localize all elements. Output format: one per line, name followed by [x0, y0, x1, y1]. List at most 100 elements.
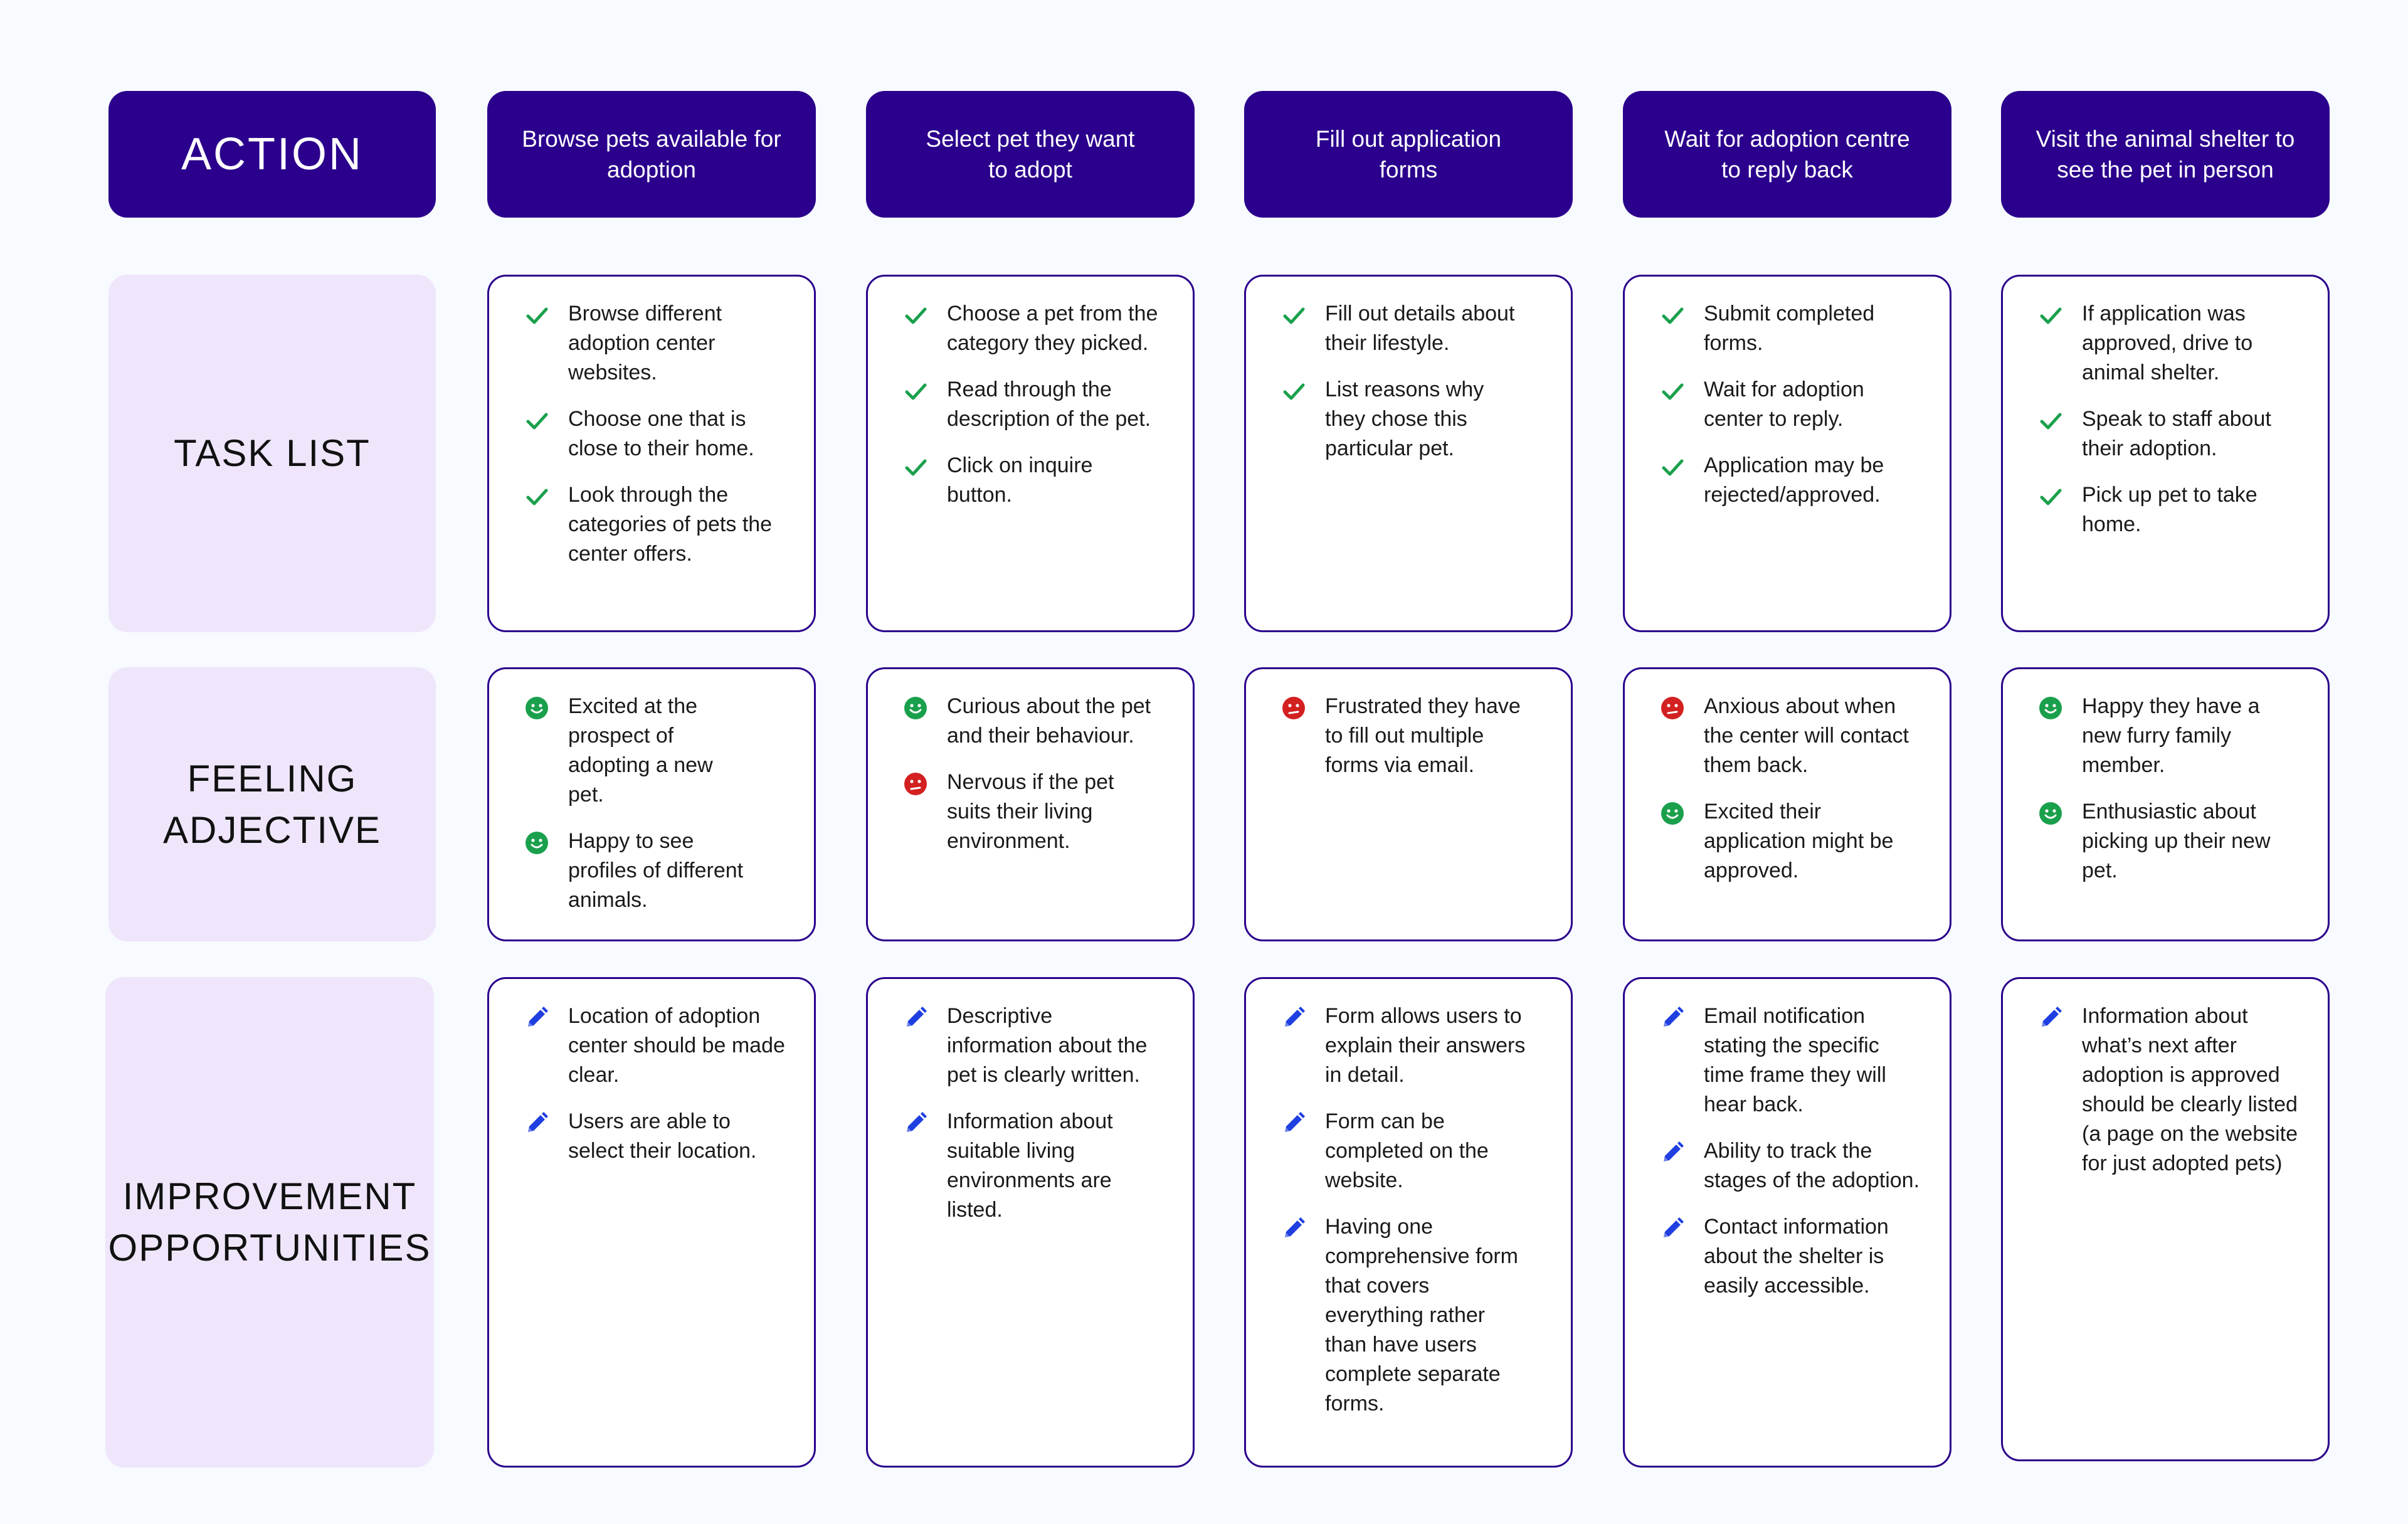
- action-header-3: Fill out application forms: [1244, 91, 1573, 218]
- feeling-item: Excited their application might be appro…: [1660, 797, 1935, 886]
- improvement-card-3: Form allows users to explain their answe…: [1244, 977, 1573, 1468]
- feeling-card-1: Excited at the prospect of adopting a ne…: [487, 667, 816, 941]
- task-card-1: Browse different adoption center website…: [487, 275, 816, 632]
- action-header-text: Visit the animal shelter to see the pet …: [2036, 126, 2295, 183]
- task-text: Submit completed forms.: [1704, 302, 1875, 355]
- task-item: Application may be rejected/approved.: [1660, 451, 1935, 510]
- check-icon: [1660, 303, 1685, 328]
- improvement-card-5: Information about what’s next after adop…: [2001, 977, 2330, 1461]
- row-label-improvement-text: IMPROVEMENT OPPORTUNITIES: [108, 1175, 431, 1269]
- task-text: List reasons why they chose this particu…: [1325, 378, 1484, 460]
- action-header-1: Browse pets available for adoption: [487, 91, 816, 218]
- task-item: Browse different adoption center website…: [524, 299, 799, 388]
- pencil-icon: [1660, 1216, 1685, 1241]
- improvement-item: Information about what’s next after adop…: [2038, 1002, 2313, 1178]
- task-card-4: Submit completed forms. Wait for adoption…: [1623, 275, 1951, 632]
- improvement-card-4: Email notification stating the specific …: [1623, 977, 1951, 1468]
- improvement-text: Users are able to select their location.: [568, 1109, 757, 1163]
- improvement-text: Email notification stating the specific …: [1704, 1004, 1886, 1116]
- feeling-text: Happy to see profiles of different anima…: [568, 829, 744, 912]
- row-label-feeling-adjective: FEELING ADJECTIVE: [108, 667, 436, 941]
- check-icon: [2038, 408, 2063, 433]
- check-icon: [2038, 484, 2063, 509]
- task-text: Click on inquire button.: [947, 453, 1093, 507]
- frown-icon: [903, 771, 928, 796]
- task-card-3: Fill out details about their lifestyle.L…: [1244, 275, 1573, 632]
- smiley-icon: [903, 696, 928, 721]
- pencil-icon: [1281, 1005, 1306, 1030]
- action-header-2: Select pet they want to adopt: [866, 91, 1195, 218]
- feeling-text: Excited at the prospect of adopting a ne…: [568, 694, 713, 807]
- action-header-5: Visit the animal shelter to see the pet …: [2001, 91, 2330, 218]
- pencil-icon: [903, 1005, 928, 1030]
- feeling-card-3: Frustrated they have to fill out multipl…: [1244, 667, 1573, 941]
- feeling-item: Anxious about when the center will conta…: [1660, 692, 1935, 780]
- improvement-text: Form can be completed on the website.: [1325, 1109, 1489, 1192]
- action-header-text: Fill out application forms: [1315, 126, 1502, 183]
- check-icon: [1281, 303, 1306, 328]
- task-card-5: If application was approved, drive to an…: [2001, 275, 2330, 632]
- check-icon: [2038, 303, 2063, 328]
- row-label-task-list: TASK LIST: [108, 275, 436, 632]
- improvement-text: Location of adoption center should be ma…: [568, 1004, 785, 1087]
- task-text: Pick up pet to take home.: [2082, 483, 2258, 536]
- action-header-text: Select pet they want to adopt: [926, 126, 1135, 183]
- smiley-icon: [1660, 801, 1685, 826]
- feeling-item: Enthusiastic about picking up their new …: [2038, 797, 2313, 886]
- improvement-item: Users are able to select their location.: [524, 1107, 799, 1166]
- check-icon: [524, 303, 549, 328]
- task-item: Choose one that is close to their home.: [524, 405, 799, 463]
- improvement-text: Ability to track the stages of the adopt…: [1704, 1139, 1920, 1192]
- check-icon: [903, 303, 928, 328]
- feeling-text: Frustrated they have to fill out multipl…: [1325, 694, 1521, 777]
- pencil-icon: [2038, 1005, 2063, 1030]
- improvement-text: Information about what’s next after adop…: [2082, 1004, 2298, 1175]
- check-icon: [1281, 379, 1306, 404]
- feeling-text: Nervous if the pet suits their living en…: [947, 770, 1114, 853]
- row-label-feeling-text: FEELING ADJECTIVE: [162, 757, 382, 851]
- feeling-card-5: Happy they have a new furry family membe…: [2001, 667, 2330, 941]
- feeling-text: Anxious about when the center will conta…: [1704, 694, 1909, 777]
- improvement-item: Descriptive information about the pet is…: [903, 1002, 1178, 1090]
- feeling-text: Happy they have a new furry family membe…: [2082, 694, 2260, 777]
- pencil-icon: [524, 1005, 549, 1030]
- pencil-icon: [903, 1111, 928, 1136]
- task-item: Wait for adoption center to reply.: [1660, 375, 1935, 434]
- task-text: Browse different adoption center website…: [568, 302, 722, 384]
- improvement-card-1: Location of adoption center should be ma…: [487, 977, 816, 1468]
- task-item: Click on inquire button.: [903, 451, 1178, 510]
- feeling-item: Nervous if the pet suits their living en…: [903, 768, 1178, 856]
- pencil-icon: [524, 1111, 549, 1136]
- task-item: Speak to staff about their adoption.: [2038, 405, 2313, 463]
- check-icon: [903, 455, 928, 480]
- improvement-text: Contact information about the shelter is…: [1704, 1215, 1889, 1298]
- smiley-icon: [524, 696, 549, 721]
- task-item: List reasons why they chose this particu…: [1281, 375, 1556, 463]
- check-icon: [1660, 455, 1685, 480]
- smiley-icon: [2038, 801, 2063, 826]
- action-header-text: Browse pets available for adoption: [522, 126, 781, 183]
- improvement-item: Form allows users to explain their answe…: [1281, 1002, 1556, 1090]
- task-text: Look through the categories of pets the …: [568, 483, 773, 566]
- task-item: Pick up pet to take home.: [2038, 480, 2313, 539]
- task-item: Read through the description of the pet.: [903, 375, 1178, 434]
- improvement-text: Descriptive information about the pet is…: [947, 1004, 1148, 1087]
- task-text: Read through the description of the pet.: [947, 378, 1151, 431]
- task-text: Wait for adoption center to reply.: [1704, 378, 1864, 431]
- improvement-item: Having one comprehensive form that cover…: [1281, 1212, 1556, 1419]
- row-label-action-text: ACTION: [181, 129, 363, 179]
- improvement-text: Form allows users to explain their answe…: [1325, 1004, 1526, 1087]
- feeling-item: Happy to see profiles of different anima…: [524, 827, 799, 915]
- task-item: Look through the categories of pets the …: [524, 480, 799, 569]
- action-header-text: Wait for adoption centre to reply back: [1664, 126, 1910, 183]
- feeling-card-2: Curious about the pet and their behaviou…: [866, 667, 1195, 941]
- feeling-item: Excited at the prospect of adopting a ne…: [524, 692, 799, 810]
- smiley-icon: [524, 830, 549, 855]
- smiley-icon: [2038, 696, 2063, 721]
- improvement-item: Email notification stating the specific …: [1660, 1002, 1935, 1119]
- improvement-item: Form can be completed on the website.: [1281, 1107, 1556, 1195]
- frown-icon: [1660, 696, 1685, 721]
- improvement-card-2: Descriptive information about the pet is…: [866, 977, 1195, 1468]
- row-label-action: ACTION: [108, 91, 436, 218]
- check-icon: [1660, 379, 1685, 404]
